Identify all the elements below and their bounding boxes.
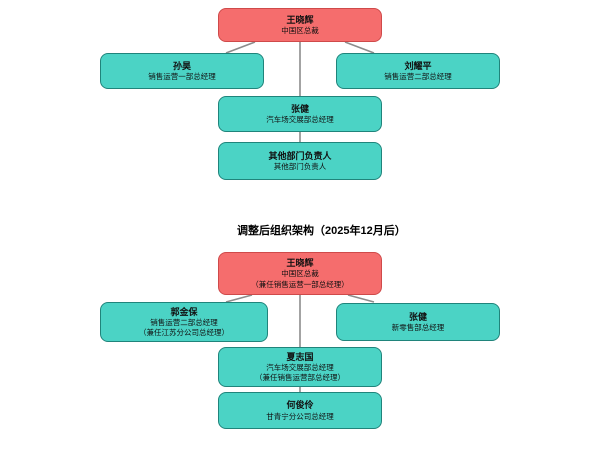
node-role: 新零售部总经理: [391, 323, 445, 332]
org-node-auto-expo-before: 张健 汽车场交展部总经理: [218, 96, 382, 132]
org-node-sales-ops-2-before: 刘耀平 销售运营二部总经理: [336, 53, 500, 89]
node-name: 王晓辉: [286, 14, 314, 25]
node-name: 郭金保: [170, 306, 198, 317]
edge-root-right-after: [347, 294, 375, 303]
node-name: 夏志国: [286, 351, 314, 362]
node-name: 王晓辉: [286, 258, 314, 269]
edge-root-left-after: [225, 294, 253, 303]
edge-root-left-before: [225, 41, 256, 54]
node-extra: （兼任销售运营一部总经理）: [251, 279, 349, 289]
org-node-president-after: 王晓辉 中国区总裁 （兼任销售运营一部总经理）: [218, 252, 382, 295]
node-extra: （兼任销售运营部总经理）: [255, 373, 345, 383]
org-node-sales-ops-2-after: 郭金保 销售运营二部总经理 （兼任江苏分公司总经理）: [100, 302, 268, 342]
node-name: 张健: [408, 311, 427, 322]
node-role: 销售运营一部总经理: [148, 72, 216, 81]
node-role: 汽车场交展部总经理: [266, 362, 334, 372]
node-name: 何俊伶: [286, 400, 314, 411]
node-role: 中国区总裁: [281, 269, 319, 279]
node-name: 孙昊: [172, 60, 191, 71]
node-name: 张健: [290, 103, 309, 114]
node-role: 销售运营二部总经理: [384, 72, 452, 81]
org-node-president-before: 王晓辉 中国区总裁: [218, 8, 382, 42]
org-node-auto-expo-after: 夏志国 汽车场交展部总经理 （兼任销售运营部总经理）: [218, 347, 382, 387]
node-name: 其他部门负责人: [268, 150, 332, 161]
org-node-sales-ops-1-before: 孙昊 销售运营一部总经理: [100, 53, 264, 89]
edge-root-right-before: [344, 41, 375, 54]
org-node-branch-after: 何俊伶 甘青宁分公司总经理: [218, 392, 382, 429]
node-extra: （兼任江苏分公司总经理）: [139, 328, 229, 338]
org-node-new-retail-after: 张健 新零售部总经理: [336, 303, 500, 341]
node-role: 汽车场交展部总经理: [266, 115, 334, 124]
node-role: 其他部门负责人: [273, 162, 327, 171]
after-chart-heading: 调整后组织架构（2025年12月后）: [237, 225, 406, 237]
node-name: 刘耀平: [404, 60, 432, 71]
org-node-other-departments-before: 其他部门负责人 其他部门负责人: [218, 142, 382, 180]
node-role: 中国区总裁: [281, 26, 319, 35]
node-role: 销售运营二部总经理: [150, 317, 218, 327]
node-role: 甘青宁分公司总经理: [266, 411, 334, 421]
